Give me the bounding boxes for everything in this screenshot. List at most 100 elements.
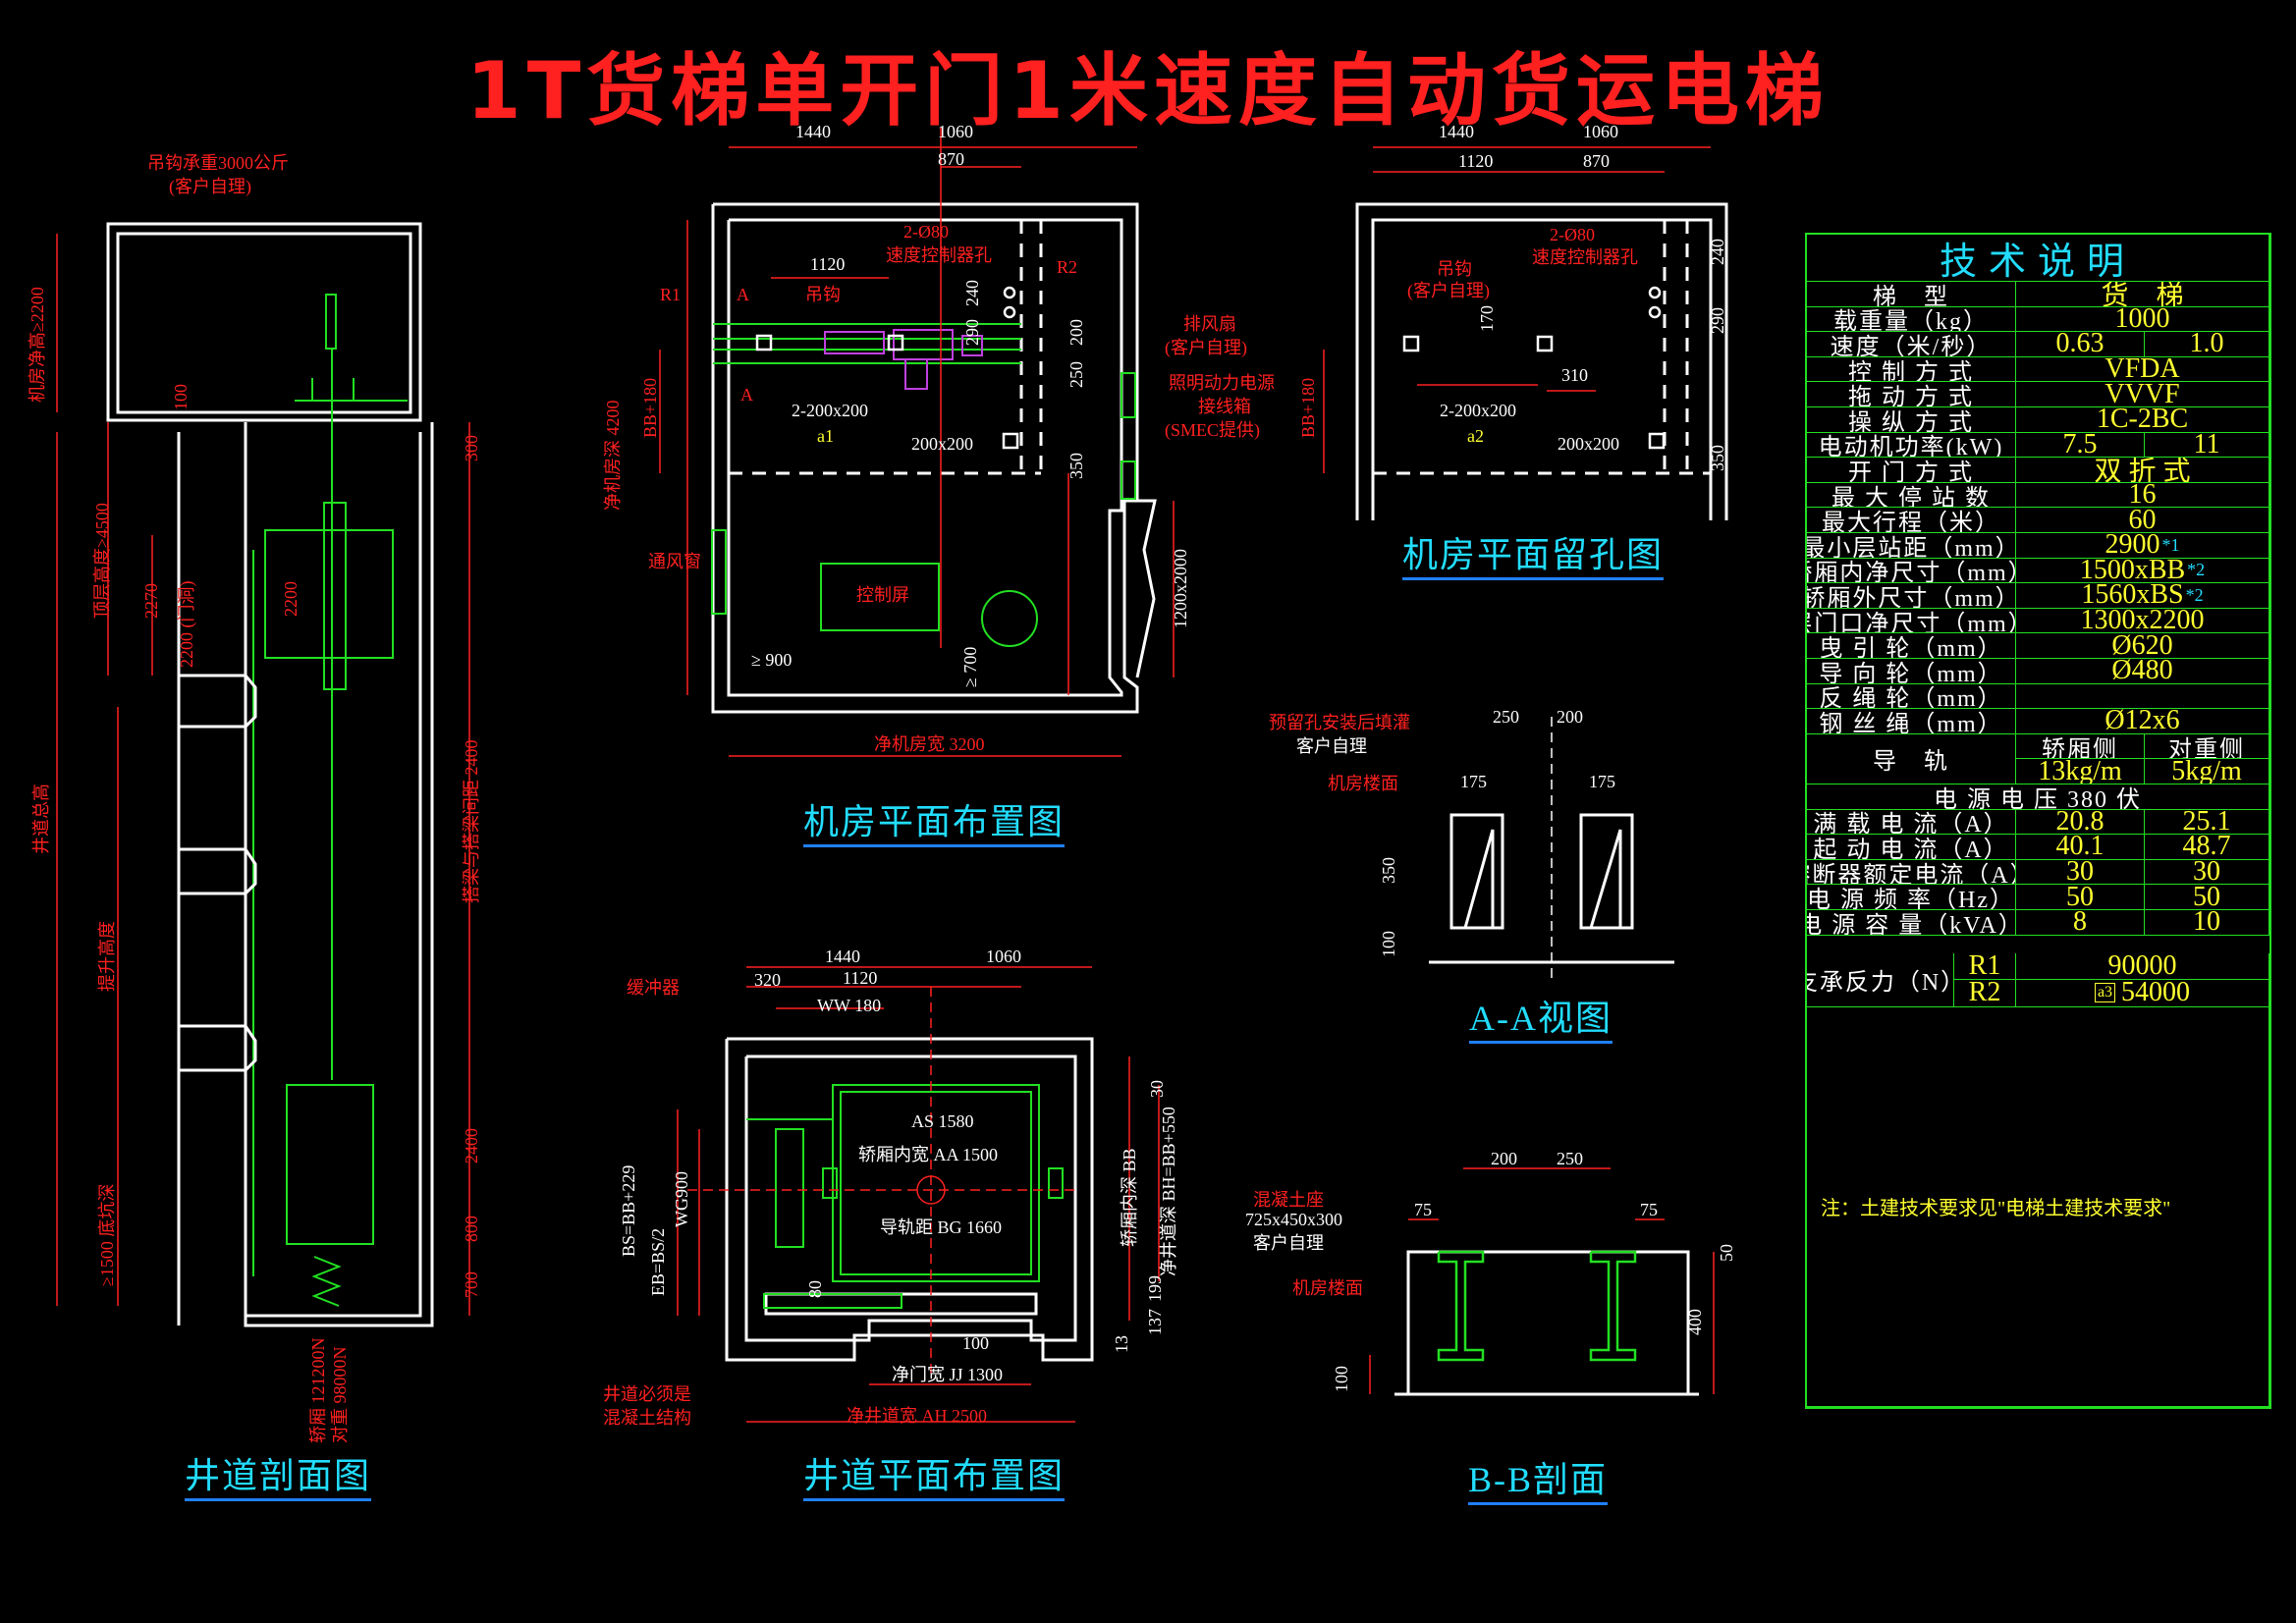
view-title-aa: A-A视图: [1469, 999, 1613, 1044]
spec-row-label: 最小层站距（mm）: [1807, 533, 2016, 559]
view-title-bb: B-B剖面: [1468, 1460, 1609, 1505]
spec-row-value: Ø620: [2016, 633, 2269, 659]
ho-speed-ctrl: 速度控制器孔: [1532, 247, 1638, 267]
power-row-value: 50: [2016, 885, 2145, 910]
power-row-label: 熔断器额定电流（A）: [1807, 859, 2016, 886]
ho-d1060: 1060: [1583, 122, 1618, 141]
aa-d100: 100: [1379, 931, 1398, 957]
sp-ah: 净井道宽 AH 2500: [847, 1406, 987, 1426]
lbl-d800: 800: [462, 1216, 481, 1242]
spec-row-value: 60: [2016, 508, 2269, 533]
holes-walls: [1355, 202, 1728, 520]
mr-holes-200: 2-200x200: [792, 401, 868, 420]
mr-door: 1200x2000: [1171, 549, 1190, 628]
shaft-floors: [179, 674, 257, 1072]
ho-d350: 350: [1708, 445, 1727, 471]
shaft-section: [106, 222, 434, 1327]
lbl-d300: 300: [462, 435, 481, 461]
drawing-labels: 吊钩承重3000公斤 (客户自理) 机房净高≥2200 顶层高度≥4500 22…: [27, 122, 1736, 1443]
footnote-mark: *2: [2187, 560, 2206, 580]
mr-a-bot: A: [740, 385, 753, 405]
aa-note2: 客户自理: [1296, 736, 1367, 756]
power-row-value2: 50: [2145, 885, 2269, 910]
spec-row-value: 1000: [2016, 306, 2269, 333]
ho-hole-200: 200x200: [1558, 434, 1619, 454]
spec-row-value: 16: [2016, 482, 2269, 509]
lbl-cw-load: 对重 98000N: [330, 1347, 350, 1444]
bb-base: 混凝土座: [1253, 1190, 1324, 1210]
ho-hook: 吊钩: [1437, 259, 1472, 279]
spec-row-value: 1500xBB*2: [2016, 558, 2269, 584]
sp-d30: 30: [1147, 1080, 1167, 1098]
power-row-label: 起 动 电 流（A）: [1807, 835, 2016, 860]
mr-hole-200: 200x200: [911, 434, 973, 454]
bb-customer: 客户自理: [1253, 1233, 1324, 1253]
mr-plan-walls: [711, 202, 1157, 714]
rail-cw-side: 对重侧: [2145, 733, 2269, 760]
mr-smec: (SMEC提供): [1165, 420, 1260, 441]
lbl-car-load: 轿厢 121200N: [308, 1338, 328, 1444]
spec-row-value: VVVF: [2016, 382, 2269, 407]
spec-row-value: 2900*1: [2016, 533, 2269, 559]
spec-row-value: Ø12x6: [2016, 709, 2269, 734]
power-row-value: 30: [2016, 859, 2145, 886]
page-title: 1T货梯单开门1米速度自动货运电梯: [466, 45, 1830, 136]
lbl-pit: ≥1500 底坑深: [97, 1184, 117, 1286]
mr-fan: 排风扇: [1183, 314, 1236, 334]
sp-bs: BS=BB+229: [619, 1165, 638, 1257]
mr-d870: 870: [938, 149, 964, 169]
ho-d170: 170: [1477, 305, 1497, 332]
sp-aa: 轿厢内宽 AA 1500: [858, 1145, 998, 1164]
spec-row-label: 操 纵 方 式: [1807, 407, 2016, 433]
lbl-mr-height: 机房净高≥2200: [27, 287, 47, 403]
spec-row-value: [2016, 683, 2269, 710]
spec-row-label: 电动机功率(kW): [1807, 432, 2016, 459]
power-row-label: 电 源 容 量（kVA）: [1807, 910, 2016, 936]
bb-d100: 100: [1332, 1366, 1351, 1392]
footnote-mark: *2: [2185, 584, 2204, 605]
mr-a1-tag: a1: [817, 426, 834, 446]
spec-row-value: VFDA: [2016, 356, 2269, 383]
mr-plan-holes: [755, 286, 1019, 450]
mr-plan-machine: [824, 329, 983, 390]
lbl-car-h: 2200: [281, 581, 301, 617]
mr-ge700: ≥ 700: [960, 647, 980, 687]
spec-row-label: 轿厢外尺寸（mm）: [1807, 583, 2016, 609]
spec-note: 注：土建技术要求见"电梯土建技术要求": [1807, 1006, 2269, 1407]
aa-d175b: 175: [1589, 772, 1615, 791]
reaction-label: 支承反力（N）: [1807, 952, 1954, 1007]
reaction-r1-value: 90000: [2016, 952, 2269, 981]
aa-note1: 预留孔安装后填灌: [1269, 713, 1410, 732]
lbl-d2400a: 搭梁与搭梁间距 2400: [462, 740, 481, 904]
spec-row-label: 控 制 方 式: [1807, 356, 2016, 383]
mr-r1: R1: [660, 285, 681, 304]
aa-view: [1429, 717, 1674, 982]
shaft-plan-car: [746, 1084, 1064, 1309]
aa-d350: 350: [1379, 857, 1398, 884]
reaction-r2-number: 54000: [2121, 980, 2191, 1007]
sp-bh: 净井道深 BH=BB+550: [1159, 1107, 1178, 1276]
bb-d75b: 75: [1640, 1200, 1658, 1219]
bb-dims: [1369, 1167, 1715, 1394]
sp-d1120: 1120: [843, 968, 877, 988]
spec-row-value: 双 折 式: [2016, 458, 2269, 483]
power-row-label: 满 载 电 流（A）: [1807, 809, 2016, 836]
spec-row-value2: 1.0: [2145, 332, 2269, 357]
power-row-value: 20.8: [2016, 809, 2145, 836]
spec-row-value: 1560xBS*2: [2016, 583, 2269, 609]
spec-row-value2: 11: [2145, 432, 2269, 459]
spec-row-label: 拖 动 方 式: [1807, 382, 2016, 407]
spec-row-value: Ø480: [2016, 659, 2269, 684]
sp-as: AS 1580: [911, 1111, 974, 1131]
mr-power: 照明动力电源: [1169, 373, 1275, 393]
sp-jj: 净门宽 JJ 1300: [892, 1365, 1003, 1384]
lbl-d2400b: 2400: [462, 1128, 481, 1163]
power-row-value2: 10: [2145, 910, 2269, 936]
sp-d137: 137: [1145, 1309, 1165, 1335]
mr-r2: R2: [1057, 257, 1077, 277]
spec-row-label: 梯 型: [1807, 282, 2016, 307]
shaft-section-green: [252, 294, 408, 1307]
ho-d1440: 1440: [1439, 122, 1474, 141]
